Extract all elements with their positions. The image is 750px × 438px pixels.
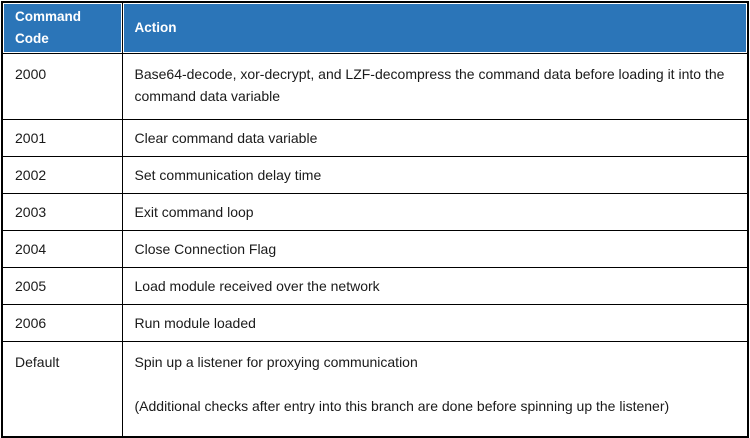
command-code-cell: 2005 — [1, 267, 123, 305]
command-code-cell: 2006 — [1, 304, 123, 342]
command-code-cell: 2001 — [1, 119, 123, 157]
table-row: 2002 Set communication delay time — [1, 156, 749, 194]
action-cell: Clear command data variable — [121, 119, 749, 157]
table-row: 2001 Clear command data variable — [1, 119, 749, 157]
action-note: (Additional checks after entry into this… — [134, 398, 670, 414]
header-cell-action: Action — [121, 1, 749, 54]
header-cell-command-code: Command Code — [1, 1, 123, 54]
action-cell: Load module received over the network — [121, 267, 749, 305]
action-cell: Base64-decode, xor-decrypt, and LZF-deco… — [121, 53, 749, 120]
command-code-cell: Default — [1, 341, 123, 437]
action-cell: Run module loaded — [121, 304, 749, 342]
table-header-row: Command Code Action — [1, 1, 749, 54]
action-cell: Spin up a listener for proxying communic… — [121, 341, 749, 437]
table-row: 2004 Close Connection Flag — [1, 230, 749, 268]
action-cell: Exit command loop — [121, 193, 749, 231]
table-row: 2000 Base64-decode, xor-decrypt, and LZF… — [1, 53, 749, 120]
command-code-cell: 2002 — [1, 156, 123, 194]
action-cell: Set communication delay time — [121, 156, 749, 194]
table-row: 2003 Exit command loop — [1, 193, 749, 231]
command-code-cell: 2003 — [1, 193, 123, 231]
table-row: 2006 Run module loaded — [1, 304, 749, 342]
action-text: Spin up a listener for proxying communic… — [134, 354, 418, 370]
command-code-cell: 2000 — [1, 53, 123, 120]
command-code-cell: 2004 — [1, 230, 123, 268]
action-cell: Close Connection Flag — [121, 230, 749, 268]
table-row: Default Spin up a listener for proxying … — [1, 341, 749, 437]
table-row: 2005 Load module received over the netwo… — [1, 267, 749, 305]
